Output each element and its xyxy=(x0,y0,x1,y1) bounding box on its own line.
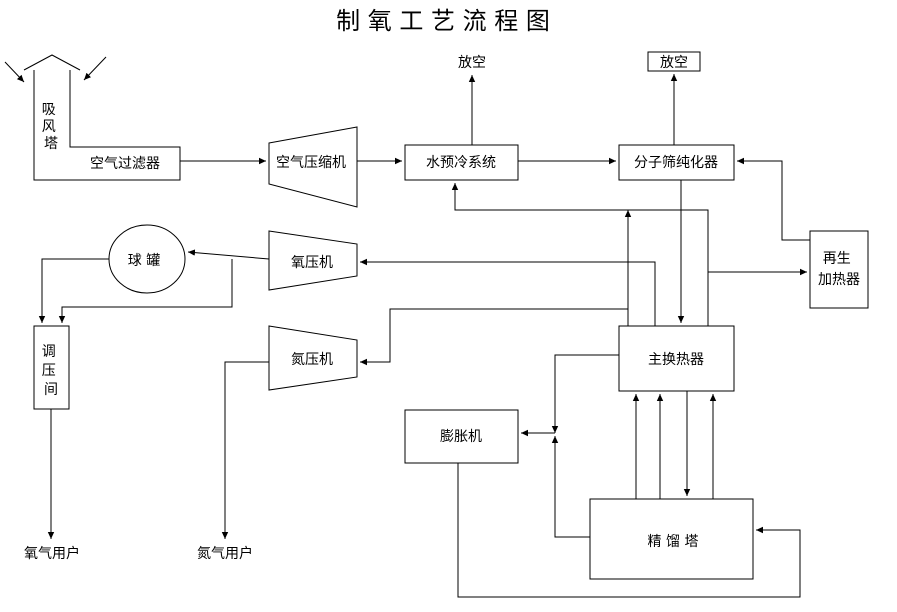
flow-tank-to-pressure-room xyxy=(38,258,109,323)
flow-heater-to-sieve xyxy=(737,157,810,241)
regeneration-heater xyxy=(809,230,869,309)
vent-right-box xyxy=(647,51,701,72)
flow-exchanger-to-oxygen-compressor xyxy=(360,258,656,326)
flow-oxygen-to-tank xyxy=(187,249,270,260)
intake-tower: 吸 风 塔 空气过滤器 xyxy=(4,54,181,181)
nitrogen-compressor-label: 氮压机 xyxy=(291,352,333,368)
flow-lines xyxy=(38,74,810,598)
pressure-room-char-3: 间 xyxy=(44,382,58,398)
pressure-room-char-2: 压 xyxy=(42,363,56,379)
expander xyxy=(404,409,519,464)
flow-tower-to-expander-branch xyxy=(551,436,590,538)
nitrogen-compressor xyxy=(268,325,358,391)
regen-heater-line-2: 加热器 xyxy=(818,272,860,288)
oxygen-compressor xyxy=(268,230,358,291)
intake-tower-label: 吸 风 塔 xyxy=(42,102,60,152)
expander-label: 膨胀机 xyxy=(440,428,482,445)
molecular-sieve xyxy=(618,144,735,181)
nitrogen-users-label: 氮气用户 xyxy=(197,545,253,562)
pressure-room-char-1: 调 xyxy=(42,344,56,360)
spherical-tank-label: 球 罐 xyxy=(128,253,160,269)
air-compressor-label: 空气压缩机 xyxy=(276,155,346,171)
flow-expander-to-tower xyxy=(457,463,801,598)
molecular-sieve-label: 分子筛纯化器 xyxy=(634,155,718,171)
flow-to-nitrogen-users xyxy=(221,361,269,539)
flow-exchanger-to-precooler xyxy=(451,183,709,326)
regeneration-heater-label: 再生 加热器 xyxy=(818,251,860,288)
intake-tower-char-1: 吸 xyxy=(42,102,56,118)
diagram-title: 制 氧 工 艺 流 程 图 xyxy=(336,7,550,35)
water-precooler-label: 水预冷系统 xyxy=(426,155,496,171)
air-filter-label: 空气过滤器 xyxy=(90,156,160,172)
main-heat-exchanger xyxy=(618,325,735,392)
air-compressor xyxy=(268,126,358,208)
rectification-tower xyxy=(589,498,754,580)
vent-left-label: 放空 xyxy=(458,55,486,71)
intake-tower-char-3: 塔 xyxy=(44,136,58,152)
rectification-tower-label: 精 馏 塔 xyxy=(648,534,699,550)
water-precooler xyxy=(404,144,519,181)
vent-right-label: 放空 xyxy=(660,55,688,71)
oxygen-compressor-label: 氧压机 xyxy=(291,255,333,271)
flow-bypass-to-pressure-room xyxy=(58,259,233,323)
main-heat-exchanger-label: 主换热器 xyxy=(648,351,704,368)
oxygen-users-label: 氧气用户 xyxy=(24,545,80,562)
regen-heater-line-1: 再生 xyxy=(823,251,851,267)
intake-tower-char-2: 风 xyxy=(42,119,56,135)
flow-exchanger-to-nitrogen-compressor xyxy=(360,308,628,366)
pressure-room-label: 调 压 间 xyxy=(42,344,60,398)
flow-exchanger-to-expander-branch xyxy=(551,354,619,433)
